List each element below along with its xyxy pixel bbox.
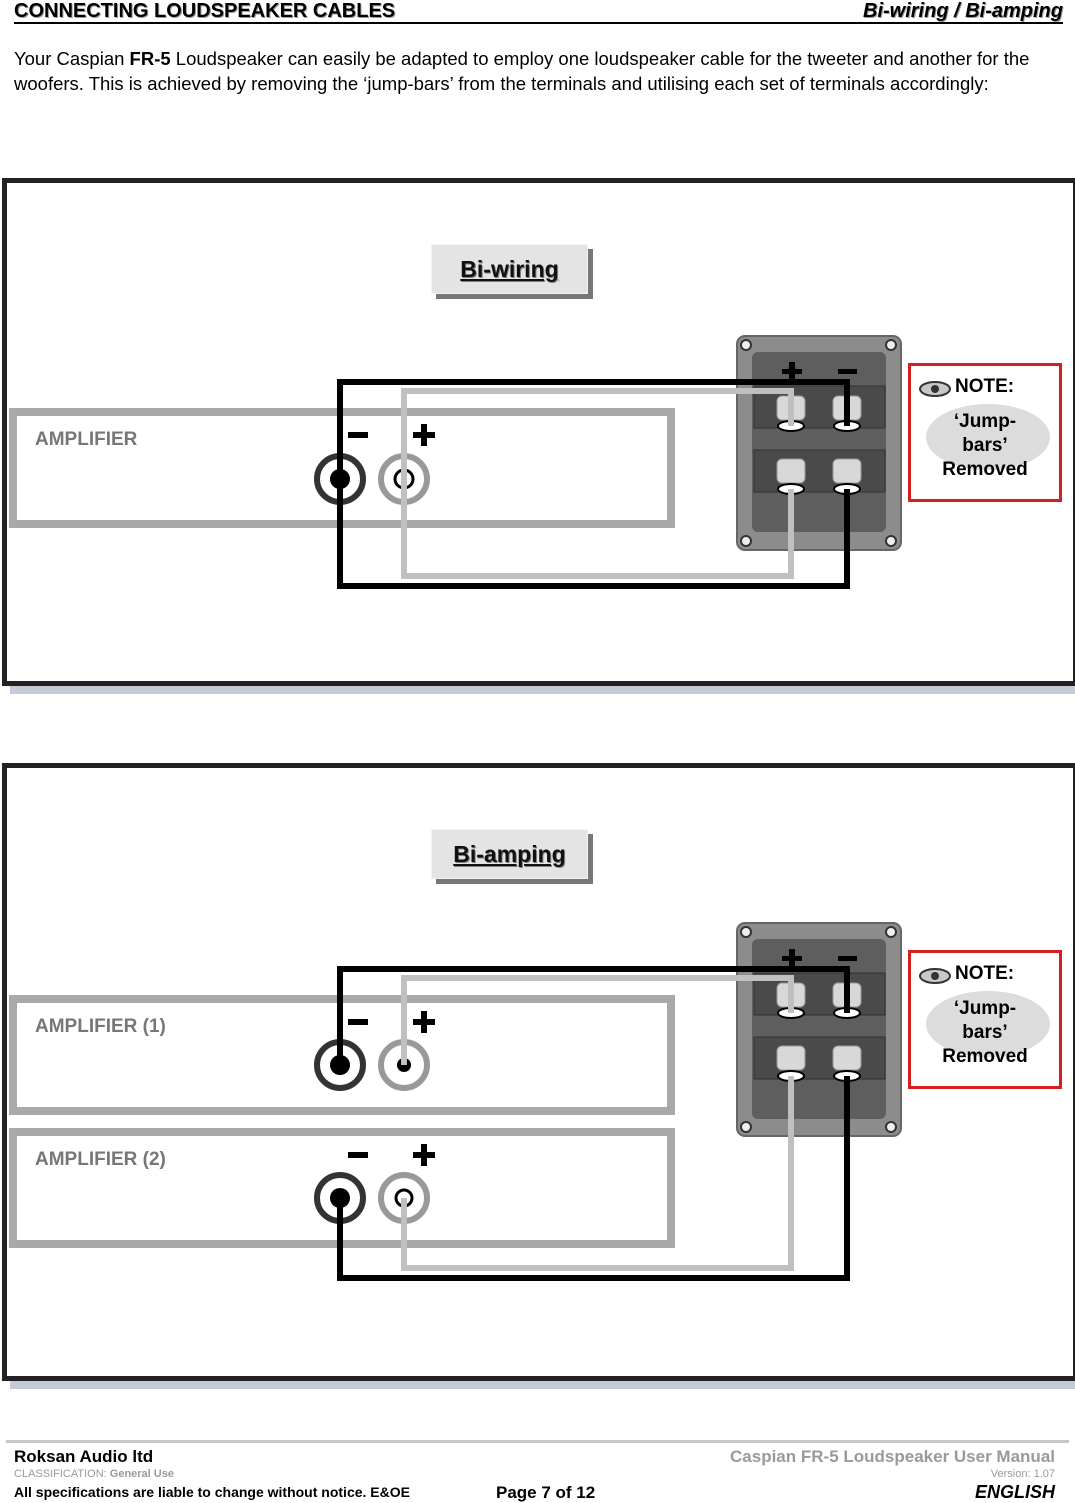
amp-plus-sign-vertical <box>421 424 427 446</box>
speaker-plus-sign-vertical <box>789 362 795 381</box>
plate-screw <box>740 1121 752 1133</box>
plate-screw <box>740 339 752 351</box>
lower-terminal-row <box>753 449 886 493</box>
grey-cable-amp1 <box>401 975 794 1065</box>
note-text: ‘Jump- bars’ Removed <box>911 410 1059 482</box>
footer-disclaimer: All specifications are liable to change … <box>14 1484 410 1500</box>
biamping-diagram <box>314 922 902 1281</box>
plate-screw <box>740 926 752 938</box>
amplifier-label: AMPLIFIER <box>35 429 138 450</box>
amp2-minus-sign <box>348 1152 368 1158</box>
header-rule <box>14 22 1063 24</box>
footer-manual-title: Caspian FR-5 Loudspeaker User Manual <box>730 1447 1055 1466</box>
intro-paragraph: Your Caspian FR-5 Loudspeaker can easily… <box>14 46 1064 96</box>
biwiring-title: Bi-wiring <box>431 244 588 294</box>
amp-minus-sign <box>348 432 368 438</box>
black-cable-amp2 <box>337 1076 850 1281</box>
amp2-plus-sign-vertical <box>421 1144 427 1166</box>
biwiring-note-box: NOTE: ‘Jump- bars’ Removed <box>908 363 1062 502</box>
footer-page-number: Page 7 of 12 <box>496 1483 596 1502</box>
page-header-title: CONNECTING LOUDSPEAKER CABLES <box>14 0 396 22</box>
classification-label: CLASSIFICATION: <box>14 1468 110 1480</box>
plate-screw <box>885 339 897 351</box>
plate-screw <box>885 1121 897 1133</box>
speaker-minus-sign <box>838 956 857 961</box>
terminal-post <box>832 1045 862 1071</box>
note-title: NOTE: <box>955 963 1015 984</box>
note-line-1: ‘Jump- <box>953 411 1017 432</box>
intro-text-after: Loudspeaker can easily be adapted to emp… <box>14 48 1030 94</box>
note-line-3: Removed <box>942 459 1028 480</box>
footer-language: ENGLISH <box>974 1482 1055 1502</box>
grey-cable-amp2 <box>401 1076 794 1271</box>
plate-screw <box>885 926 897 938</box>
biamping-note-box: NOTE: ‘Jump- bars’ Removed <box>908 950 1062 1089</box>
note-line-3: Removed <box>942 1046 1028 1067</box>
note-eye-watermark <box>926 404 1050 470</box>
eye-icon <box>919 381 951 397</box>
footer-classification: CLASSIFICATION: General Use <box>14 1468 174 1480</box>
amplifier-1-label: AMPLIFIER (1) <box>35 1016 166 1037</box>
note-line-2: bars’ <box>962 435 1008 456</box>
classification-value: General Use <box>109 1468 174 1480</box>
plate-screw <box>885 535 897 547</box>
biwiring-diagram <box>314 335 902 589</box>
speaker-minus-sign <box>838 369 857 374</box>
intro-text-before: Your Caspian <box>14 48 130 69</box>
eye-icon <box>919 968 951 984</box>
footer-rule <box>6 1440 1069 1443</box>
amplifier-2-label: AMPLIFIER (2) <box>35 1149 166 1170</box>
grey-cable-upper <box>401 388 794 479</box>
note-line-2: bars’ <box>962 1022 1008 1043</box>
note-line-1: ‘Jump- <box>953 998 1017 1019</box>
note-eye-watermark <box>926 991 1050 1057</box>
black-cable-amp1 <box>337 966 850 1065</box>
plate-screw <box>740 535 752 547</box>
grey-cable-lower <box>401 479 794 579</box>
note-text: ‘Jump- bars’ Removed <box>911 997 1059 1069</box>
footer-version: Version: 1.07 <box>990 1468 1055 1480</box>
speaker-plus-sign-vertical <box>789 949 795 968</box>
note-title: NOTE: <box>955 376 1015 397</box>
page-header-subtitle: Bi-wiring / Bi-amping <box>863 0 1063 22</box>
terminal-post <box>776 1045 806 1071</box>
intro-model: FR-5 <box>129 48 171 69</box>
black-cable-lower <box>337 479 850 589</box>
footer-company: Roksan Audio ltd <box>14 1447 154 1466</box>
biamping-title: Bi-amping <box>431 829 588 879</box>
black-cable-upper <box>337 379 850 479</box>
amp1-plus-sign-vertical <box>421 1011 427 1033</box>
amp1-minus-sign <box>348 1019 368 1025</box>
lower-terminal-row <box>753 1036 886 1080</box>
